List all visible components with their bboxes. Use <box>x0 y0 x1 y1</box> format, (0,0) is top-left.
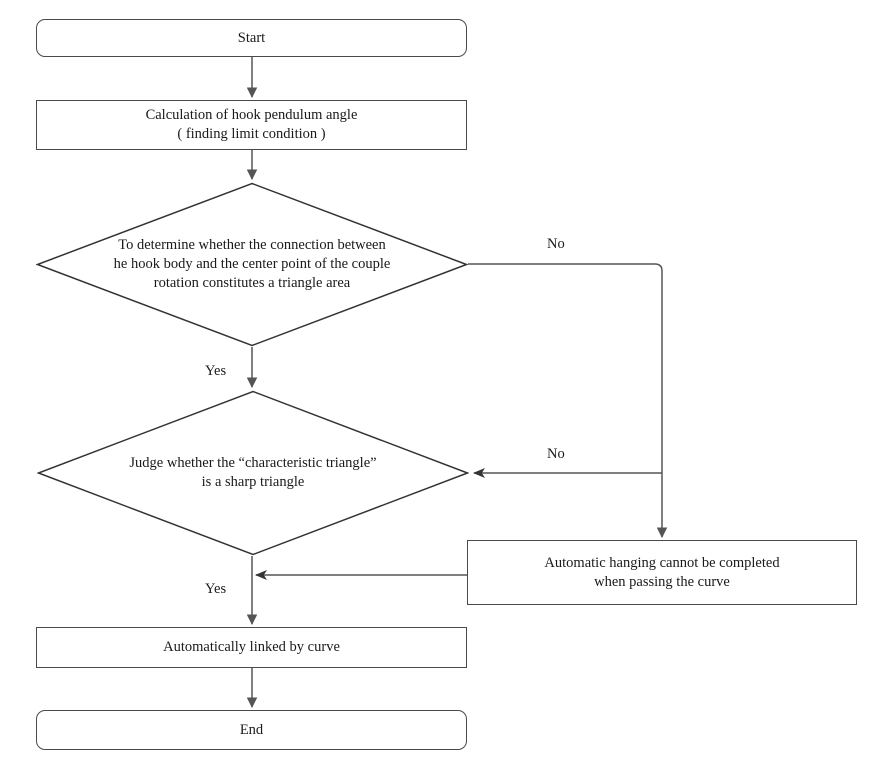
node-decision2-text: Judge whether the “characteristic triang… <box>37 390 469 556</box>
decision1-shape <box>36 182 468 347</box>
node-end[interactable]: End <box>36 710 467 750</box>
edge-decision1-no-rail <box>468 263 668 539</box>
node-calculation[interactable]: Calculation of hook pendulum angle ( fin… <box>36 100 467 150</box>
node-failure-text: Automatic hanging cannot be completed wh… <box>544 554 779 591</box>
node-decision2-line1: Judge whether the “characteristic triang… <box>129 454 377 471</box>
node-decision1[interactable]: To determine whether the connection betw… <box>36 182 468 347</box>
edge-label-decision2-yes: Yes <box>205 581 227 597</box>
node-calculation-line2: ( finding limit condition ) <box>177 126 326 142</box>
decision2-shape <box>37 390 469 556</box>
edge-label-decision2-no: No <box>547 446 565 462</box>
node-failure-line1: Automatic hanging cannot be completed <box>544 554 780 571</box>
node-start-label: Start <box>237 29 266 46</box>
node-success[interactable]: Automatically linked by curve <box>36 627 467 668</box>
node-start[interactable]: Start <box>36 19 467 57</box>
node-decision1-text: To determine whether the connection betw… <box>36 182 468 347</box>
node-calculation-line1: Calculation of hook pendulum angle <box>145 107 358 124</box>
node-decision2-line2: is a sharp triangle <box>201 474 305 490</box>
node-decision1-line1: To determine whether the connection betw… <box>118 236 386 253</box>
node-decision1-line2: he hook body and the center point of the… <box>113 255 391 272</box>
node-failure[interactable]: Automatic hanging cannot be completed wh… <box>467 540 857 605</box>
node-failure-line2: when passing the curve <box>594 573 730 590</box>
node-calculation-text: Calculation of hook pendulum angle ( fin… <box>146 106 358 143</box>
edge-label-decision1-yes: Yes <box>205 363 227 379</box>
node-end-label: End <box>239 721 264 738</box>
node-decision2[interactable]: Judge whether the “characteristic triang… <box>37 390 469 556</box>
edge-label-decision1-no: No <box>547 236 565 252</box>
node-decision1-line3: rotation constitutes a triangle area <box>153 275 351 292</box>
node-success-label: Automatically linked by curve <box>163 639 340 656</box>
